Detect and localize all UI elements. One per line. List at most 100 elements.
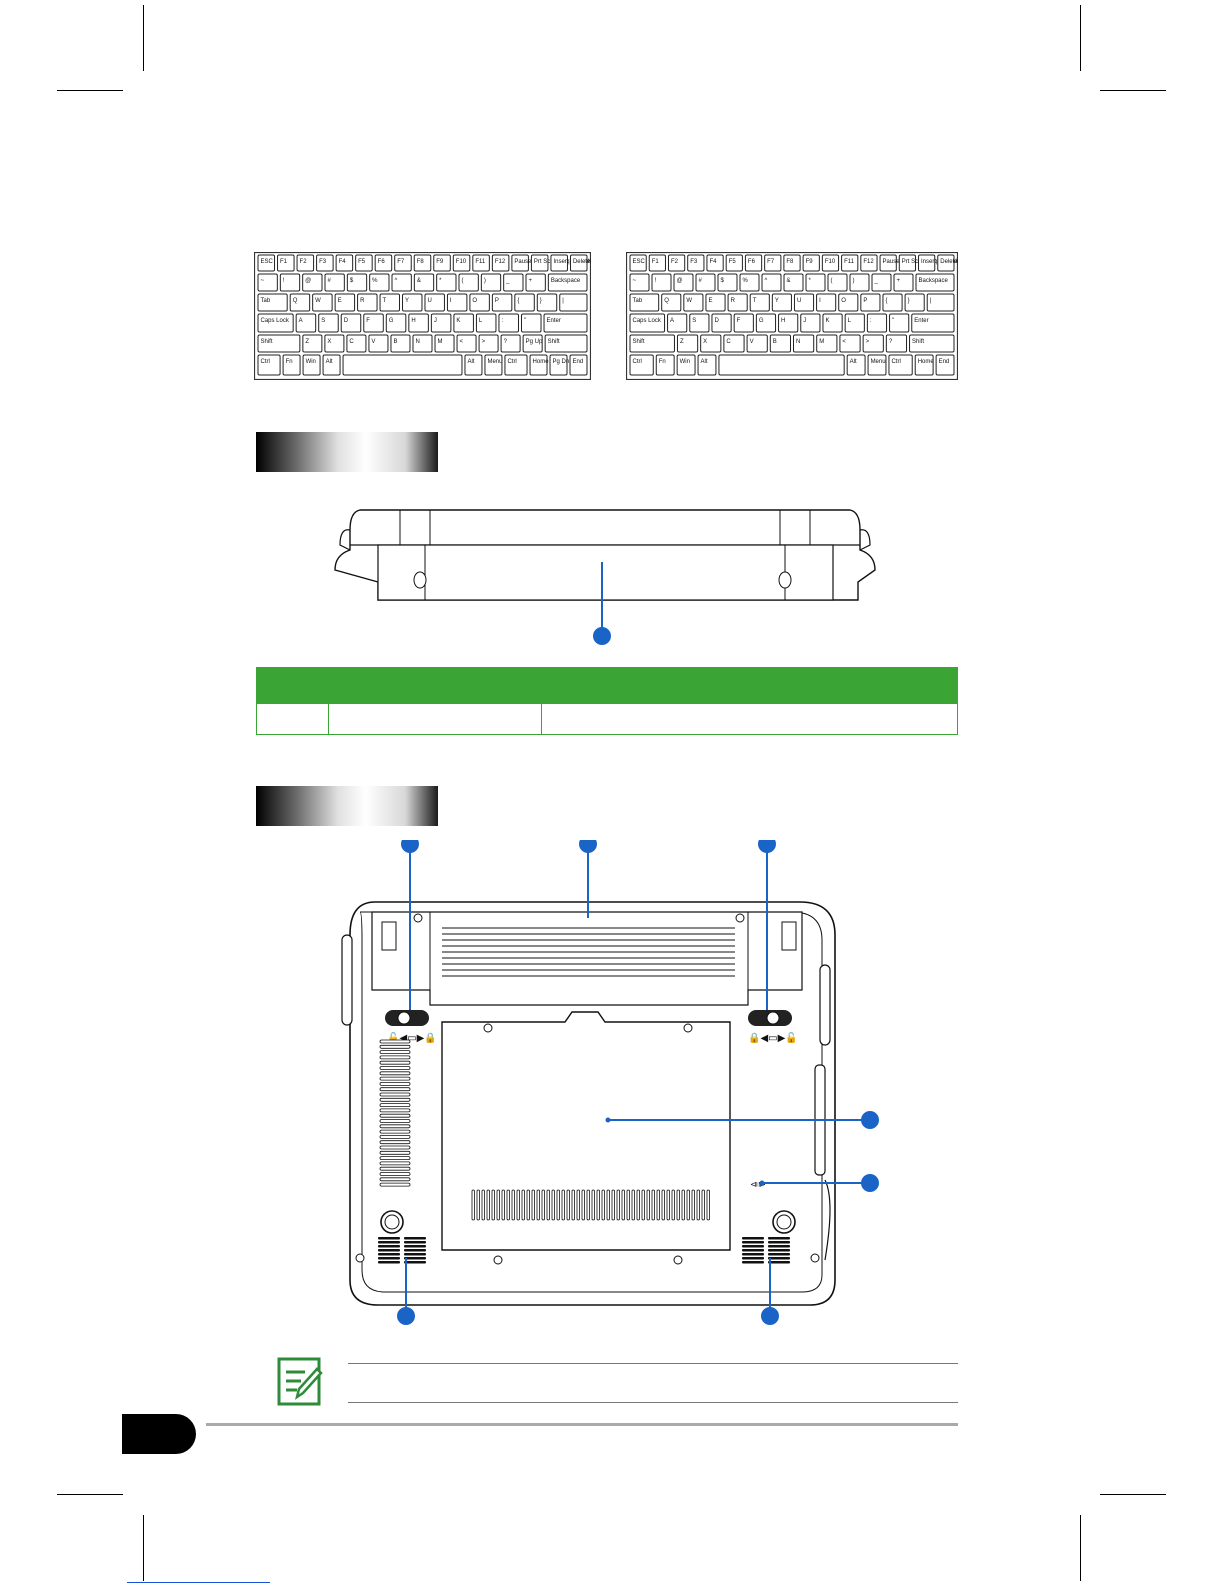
svg-text::: : (870, 318, 872, 324)
svg-text:Pg Dn: Pg Dn (553, 359, 570, 365)
keyboard-key: F2 (296, 254, 315, 272)
svg-text:E: E (338, 298, 342, 304)
callout-marker (861, 1174, 879, 1192)
svg-text:Ctrl: Ctrl (891, 359, 900, 365)
keyboard-key: : (498, 313, 519, 333)
svg-text:M: M (438, 339, 443, 345)
svg-text:F10: F10 (456, 259, 467, 265)
svg-text:N: N (796, 339, 800, 345)
keyboard-key: Shift (909, 334, 955, 353)
svg-text:Fn: Fn (659, 359, 666, 365)
svg-text:Tab: Tab (633, 298, 643, 304)
keyboard-key: G (755, 313, 777, 333)
footer-rule (206, 1423, 958, 1426)
keyboard-key: F9 (802, 254, 820, 272)
keyboard-key: N (412, 334, 433, 353)
note-icon (277, 1357, 323, 1406)
keyboard-key: Q (289, 293, 311, 312)
svg-text:Ctrl: Ctrl (261, 359, 270, 365)
svg-text:D: D (344, 318, 349, 324)
callout-marker (861, 1111, 879, 1129)
keyboard-key: $ (346, 273, 368, 292)
keyboard-key: } (904, 293, 925, 312)
svg-text:>: > (866, 339, 870, 345)
svg-text:~: ~ (633, 278, 637, 284)
table-cell (256, 703, 329, 735)
keyboard-key: J (800, 313, 821, 333)
svg-text:}: } (908, 298, 910, 304)
svg-text:R: R (360, 298, 365, 304)
svg-text:_: _ (874, 278, 879, 284)
keyboard-key: L (475, 313, 497, 333)
keyboard-key: F11 (841, 254, 859, 272)
keyboard-key: Backspace (547, 273, 588, 292)
svg-text:Y: Y (405, 298, 409, 304)
svg-text:F12: F12 (863, 259, 874, 265)
keyboard-key: Fn (655, 354, 675, 376)
svg-text:Delete Scr LK: Delete Scr LK (940, 259, 958, 265)
svg-text:V: V (750, 339, 754, 345)
keyboard-key: O (838, 293, 859, 312)
svg-text:Shift: Shift (548, 339, 560, 345)
keyboard-key: Pg Up (522, 334, 543, 353)
svg-text:Ctrl: Ctrl (507, 359, 516, 365)
keyboard-key: ( (827, 273, 848, 292)
keyboard-key: Tab (629, 293, 660, 312)
keyboard-key: Alt (464, 354, 483, 376)
svg-text:Fn: Fn (286, 359, 293, 365)
svg-text::: : (501, 318, 503, 324)
svg-text:C: C (349, 339, 354, 345)
svg-text:Backspace: Backspace (551, 278, 581, 284)
keyboard-key: F3 (687, 254, 705, 272)
keyboard-key: Tab (257, 293, 288, 312)
svg-text:}: } (540, 298, 542, 304)
svg-text:Enter: Enter (547, 318, 561, 324)
keyboard-key: R (727, 293, 748, 312)
svg-text:Alt: Alt (701, 359, 708, 365)
keyboard-key: % (369, 273, 390, 292)
keyboard-key: > (862, 334, 884, 353)
svg-text:C: C (726, 339, 731, 345)
svg-text:Win: Win (680, 359, 690, 365)
keyboard-key: E (334, 293, 356, 312)
keyboard-key: } (536, 293, 558, 312)
svg-text:J: J (803, 318, 806, 324)
keyboard-key: ESC (629, 254, 647, 272)
table-cell (328, 703, 542, 735)
svg-text:D: D (714, 318, 719, 324)
keyboard-key: W (312, 293, 333, 312)
keyboard-key: W (683, 293, 704, 312)
svg-text:T: T (753, 298, 757, 304)
svg-text:L: L (479, 318, 483, 324)
keyboard-key: Shift (544, 334, 588, 353)
callout-marker (579, 840, 597, 853)
link-underline (127, 1582, 270, 1583)
keyboard-key: End (935, 354, 955, 376)
keyboard-key: I (446, 293, 468, 312)
keyboard-key: Z (302, 334, 323, 353)
svg-text:S: S (692, 318, 696, 324)
svg-text:M: M (819, 339, 824, 345)
svg-text:Enter: Enter (914, 318, 928, 324)
keyboard-key: H (778, 313, 799, 333)
svg-text:F4: F4 (339, 259, 347, 265)
svg-text:B: B (393, 339, 397, 345)
svg-text:%: % (372, 278, 378, 284)
keyboard-key: B (769, 334, 792, 353)
svg-text:Y: Y (775, 298, 779, 304)
svg-text:F2: F2 (671, 259, 679, 265)
keyboard-key: & (413, 273, 435, 292)
keyboard-key: S (318, 313, 339, 333)
keyboard-key: " (520, 313, 542, 333)
keyboard-key: F7 (394, 254, 412, 272)
svg-text:B: B (773, 339, 777, 345)
keyboard-key: Delete Scr LK (937, 254, 958, 272)
svg-text:R: R (731, 298, 736, 304)
keyboard-key: { (514, 293, 535, 312)
keyboard-key: Win (302, 354, 321, 376)
keyboard-key: + (893, 273, 914, 292)
svg-text:Menu: Menu (871, 359, 886, 365)
keyboard-key: { (882, 293, 903, 312)
svg-text:Home: Home (918, 359, 935, 365)
keyboard-key: ? (885, 334, 908, 353)
